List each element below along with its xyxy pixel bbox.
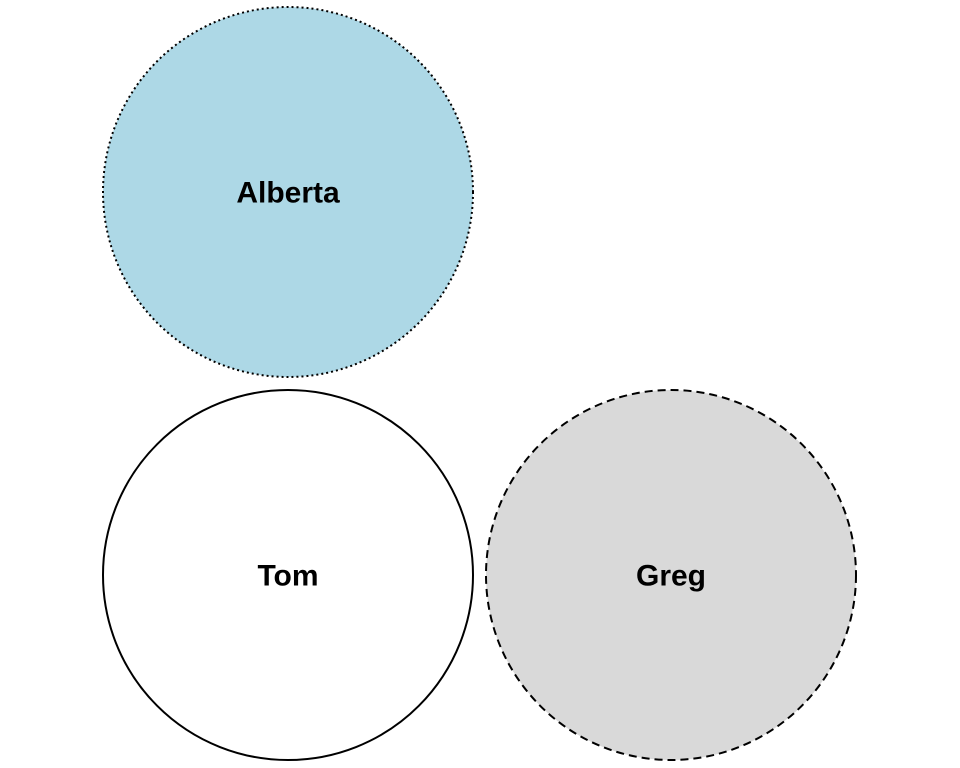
node-alberta-circle	[102, 6, 474, 378]
node-tom-circle	[102, 389, 474, 761]
node-alberta[interactable]: Alberta	[102, 6, 474, 378]
node-greg-label: Greg	[636, 560, 706, 593]
node-alberta-label: Alberta	[236, 177, 340, 210]
node-greg-circle	[485, 389, 857, 761]
node-tom[interactable]: Tom	[102, 389, 474, 761]
node-greg[interactable]: Greg	[485, 389, 857, 761]
node-tom-label: Tom	[257, 560, 318, 593]
